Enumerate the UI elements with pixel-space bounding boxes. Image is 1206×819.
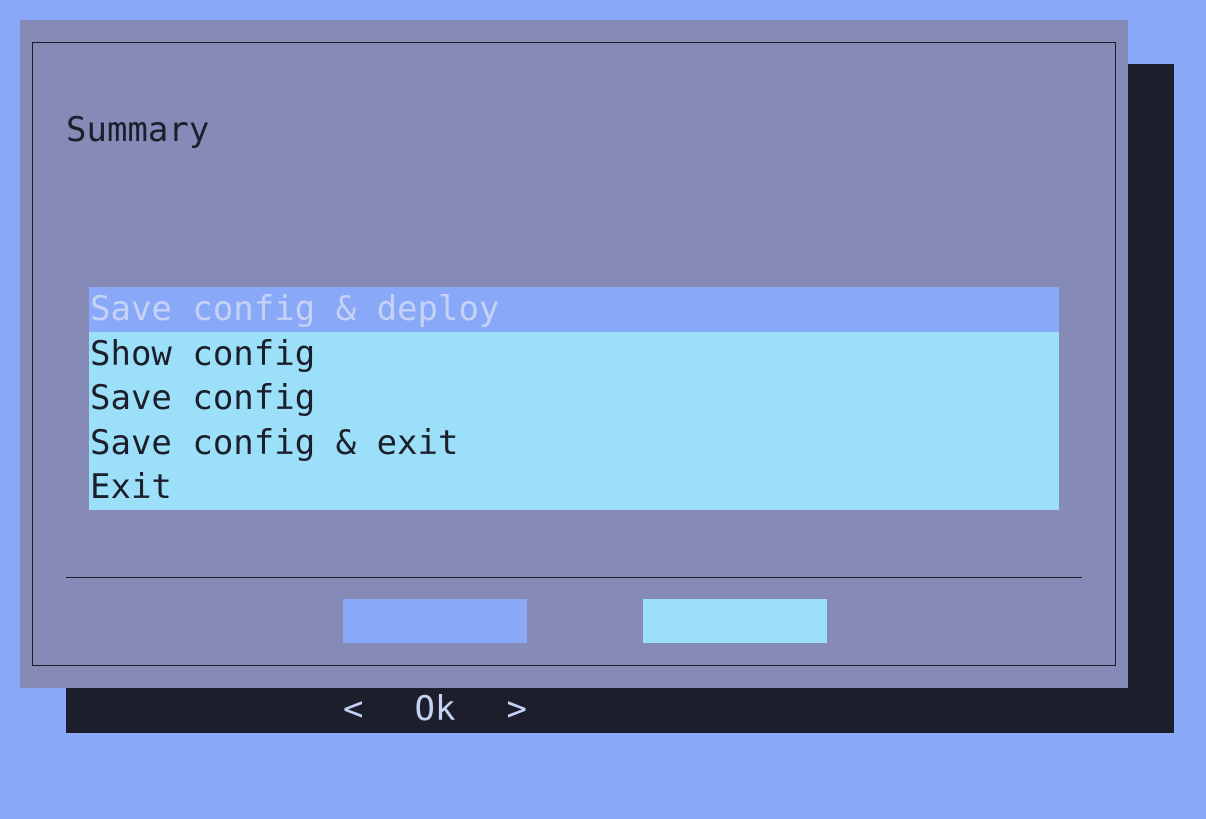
menu-item-save-config-deploy[interactable]: Save config & deploy bbox=[89, 287, 1059, 332]
ok-button[interactable]: < Ok > bbox=[343, 599, 527, 729]
back-button-close-bracket: > bbox=[806, 689, 827, 729]
dialog-frame bbox=[32, 42, 1116, 666]
back-button-open-bracket: < bbox=[643, 689, 664, 729]
menu-item-exit[interactable]: Exit bbox=[90, 467, 172, 508]
back-button-label: Back bbox=[694, 689, 776, 729]
menu-list: Save config & deploy Show config Save co… bbox=[89, 287, 1059, 510]
button-separator bbox=[66, 577, 1082, 578]
menu-item-show-config[interactable]: Show config bbox=[90, 333, 316, 374]
dialog-title: Summary bbox=[66, 110, 210, 150]
menu-item-save-config-exit[interactable]: Save config & exit bbox=[90, 422, 459, 463]
menu-item-save-config[interactable]: Save config bbox=[90, 378, 316, 419]
ok-button-close-bracket: > bbox=[506, 689, 527, 729]
ok-button-open-bracket: < bbox=[343, 689, 364, 729]
ok-button-label: Ok bbox=[414, 689, 456, 729]
back-button[interactable]: < Back > bbox=[643, 599, 827, 729]
summary-dialog: Summary Save config & deploy Show config… bbox=[20, 20, 1128, 729]
